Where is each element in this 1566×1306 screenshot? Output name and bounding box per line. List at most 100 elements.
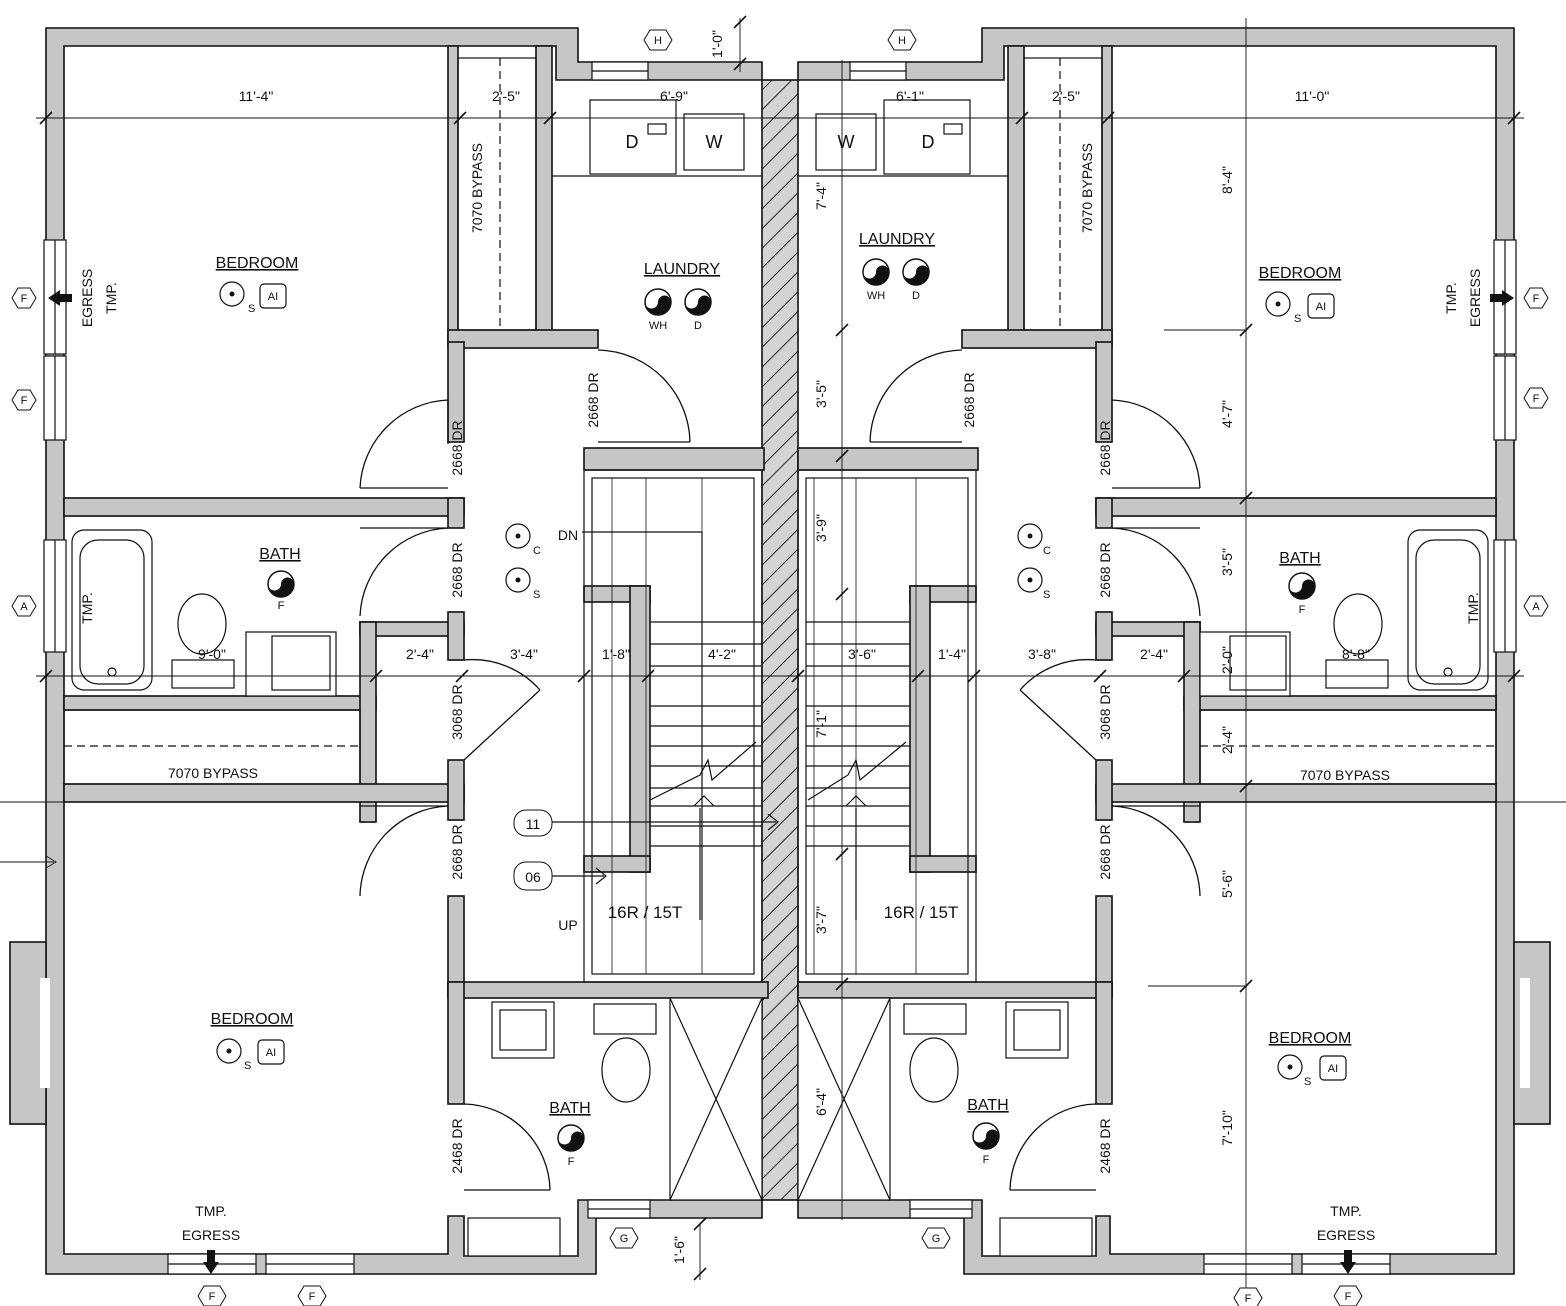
dim-text: 7'-4": [813, 182, 829, 210]
dim-text: 8'-4": [1219, 166, 1235, 194]
dim-text: 6'-9": [660, 88, 688, 104]
dim-text: 4'-7": [1219, 400, 1235, 428]
dim-text: 6'-1": [896, 88, 924, 104]
stair-dn-note: DN: [558, 527, 578, 543]
exhaust-fan-icon: [902, 258, 930, 286]
dryer-label-w: D: [626, 132, 639, 152]
tag-h-1: H: [654, 35, 662, 47]
tag-g-1: G: [620, 1233, 629, 1245]
door-note-9: 2668 DR: [1097, 542, 1113, 597]
egress-note-s-e: EGRESS: [1317, 1227, 1375, 1243]
step-tag-06: 06: [525, 869, 541, 885]
windows: [43, 61, 1517, 1275]
detector-c-1: C: [533, 545, 541, 557]
tag-f-3: F: [1533, 293, 1540, 305]
ai-tag-4: AI: [1328, 1063, 1338, 1075]
door-note-5: 2668 DR: [449, 824, 465, 879]
detector-s-3: S: [244, 1060, 251, 1072]
tag-f-4: F: [1533, 393, 1540, 405]
washer-label-e: W: [838, 132, 855, 152]
fixtures: [71, 99, 1489, 1257]
dim-text: 3'-6": [848, 646, 876, 662]
door-note-3: 2668 DR: [449, 542, 465, 597]
door-note-11: 2668 DR: [1097, 824, 1113, 879]
dim-text: 2'-5": [492, 88, 520, 104]
room-label-laundry-w: LAUNDRY: [644, 261, 721, 278]
room-label-bedroom-nw: BEDROOM: [216, 255, 299, 272]
exhaust-fan-icon: [557, 1124, 585, 1152]
tmp-note-s-e: TMP.: [1330, 1203, 1362, 1219]
closets: [63, 57, 1497, 785]
dim-text: 3'-7": [813, 906, 829, 934]
dim-text: 11'-4": [239, 88, 274, 104]
dim-text: 2'-4": [1140, 646, 1168, 662]
tag-f-1: F: [21, 293, 28, 305]
door-note-8: 2668 DR: [1097, 420, 1113, 475]
room-label-bedroom-ne: BEDROOM: [1259, 265, 1342, 282]
egress-note-s-w: EGRESS: [182, 1227, 240, 1243]
bypass-note-se: 7070 BYPASS: [1300, 767, 1390, 783]
dim-text: 1'-6": [671, 1236, 687, 1264]
door-note-12: 2468 DR: [1097, 1118, 1113, 1173]
dim-text: 7'-1": [813, 710, 829, 738]
detector-s-1: S: [248, 303, 255, 315]
exterior-wall-right: [797, 27, 1515, 1275]
washer-label-w: W: [706, 132, 723, 152]
exhaust-fan-icon: [684, 288, 712, 316]
walls: [9, 27, 1551, 1275]
tag-f-7: F: [1245, 1293, 1252, 1305]
exhaust-fan-icon: [862, 258, 890, 286]
tag-f-8: F: [1345, 1291, 1352, 1303]
tmp-note-s-w: TMP.: [195, 1203, 227, 1219]
fan-label-f-3: F: [568, 1156, 575, 1168]
fan-label-wh-w: WH: [649, 320, 667, 332]
ai-tag-3: AI: [266, 1047, 276, 1059]
tag-a-2: A: [1532, 601, 1540, 613]
stair-up-note: UP: [558, 917, 577, 933]
egress-arrows: [48, 290, 1514, 1274]
dim-text: 6'-4": [813, 1088, 829, 1116]
detector-s-2: S: [1294, 313, 1301, 325]
fan-label-f-2: F: [1299, 604, 1306, 616]
dim-text: 3'-5": [1219, 548, 1235, 576]
exterior-wall-left: [45, 27, 763, 1275]
tmp-note-w-1: TMP.: [103, 282, 119, 314]
room-label-bedroom-se: BEDROOM: [1269, 1030, 1352, 1047]
egress-note-w-1: EGRESS: [79, 269, 95, 327]
dim-text: 3'-9": [813, 514, 829, 542]
room-label-bath-sw: BATH: [549, 1100, 590, 1117]
door-note-6: 2468 DR: [449, 1118, 465, 1173]
stair-count-e: 16R / 15T: [884, 903, 959, 922]
room-label-bath-se: BATH: [967, 1097, 1008, 1114]
dim-text: 2'-4": [406, 646, 434, 662]
detector-s-4: S: [1304, 1076, 1311, 1088]
tag-f-5: F: [209, 1291, 216, 1303]
tag-h-2: H: [898, 35, 906, 47]
dim-text: 2'-4": [1219, 726, 1235, 754]
fan-symbols: [267, 258, 1316, 1152]
door-note-10: 3068 DR: [1097, 684, 1113, 739]
dim-text: 3'-4": [510, 646, 538, 662]
bypass-note-ne: 7070 BYPASS: [1079, 143, 1095, 233]
tmp-note-e-1: TMP.: [1443, 282, 1459, 314]
dimension-lines: [0, 18, 1566, 1300]
doors: [359, 349, 1201, 1191]
dim-text: 1'-0": [709, 30, 725, 58]
stair-count-w: 16R / 15T: [608, 903, 683, 922]
dim-text: 9'-0": [198, 646, 226, 662]
detector-c-2: C: [1043, 545, 1051, 557]
exhaust-fan-icon: [1288, 572, 1316, 600]
tag-a-1: A: [20, 601, 28, 613]
dim-text: 11'-0": [1295, 88, 1330, 104]
fan-label-d-e: D: [912, 290, 920, 302]
detector-s-6: S: [1043, 589, 1050, 601]
egress-note-e-1: EGRESS: [1467, 269, 1483, 327]
stairs: [552, 469, 977, 983]
bump-out-right: [1513, 941, 1551, 1125]
dim-text: 5'-6": [1219, 870, 1235, 898]
bypass-note-sw: 7070 BYPASS: [168, 765, 258, 781]
dimension-ticks: [39, 15, 1521, 1281]
tmp-note-tub-e: TMP.: [1465, 592, 1481, 624]
door-note-4: 3068 DR: [449, 684, 465, 739]
